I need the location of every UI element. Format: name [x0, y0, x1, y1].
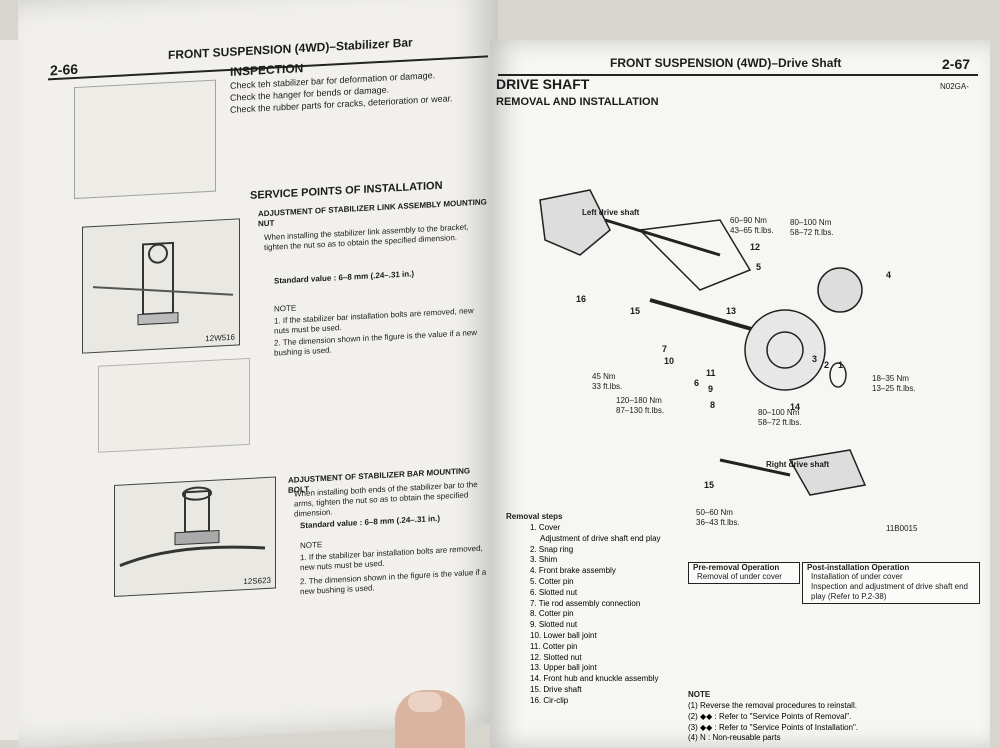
- stabilizer-bar-drawing: [119, 486, 266, 568]
- removal-step: 12. Slotted nut: [530, 652, 582, 662]
- torque-label: 80–100 Nm 58–72 ft.lbs.: [790, 218, 834, 237]
- part-number: 4: [886, 270, 892, 280]
- part-number: 9: [708, 384, 714, 394]
- post-installation-title: Post-installation Operation: [807, 563, 910, 572]
- figure-code: 12W516: [205, 332, 235, 344]
- removal-step: 16. Cir-clip: [530, 695, 569, 705]
- removal-step: 3. Shim: [530, 555, 558, 565]
- removal-step: 8. Cotter pin: [530, 609, 574, 619]
- stabilizer-link-drawing: [92, 241, 234, 326]
- note-item: (2) ◆◆ : Refer to "Service Points of Rem…: [688, 711, 852, 721]
- part-number: 8: [710, 400, 716, 410]
- header-rule: [498, 74, 978, 76]
- right-page-header: FRONT SUSPENSION (4WD)–Drive Shaft: [610, 56, 842, 70]
- torque-label: 18–35 Nm 13–25 ft.lbs.: [872, 374, 916, 393]
- note-item: (4) N : Non-reusable parts: [688, 733, 781, 743]
- corner-code: N02GA-: [940, 82, 969, 91]
- note-title: NOTE: [688, 690, 711, 699]
- part-number: 13: [726, 306, 737, 316]
- standard-value-1: Standard value : 6–8 mm (.24–.31 in.): [274, 269, 415, 286]
- part-number: 5: [756, 262, 762, 272]
- part-number: 11: [706, 368, 716, 378]
- stabilizer-bar-figure: 12S623: [114, 476, 276, 597]
- right-drive-shaft-label: Right drive shaft: [766, 460, 830, 469]
- part-number: 16: [576, 294, 587, 304]
- removal-step: 1. Cover: [530, 523, 561, 532]
- stabilizer-link-figure: 12W516: [82, 218, 240, 354]
- inspection-title: INSPECTION: [230, 61, 304, 79]
- removal-step: Adjustment of drive shaft end play: [540, 533, 661, 543]
- post-installation-item: Inspection and adjustment of drive shaft…: [811, 582, 968, 601]
- part-number: 10: [664, 356, 675, 366]
- thumbnail: [408, 692, 442, 712]
- removal-step: 15. Drive shaft: [530, 684, 582, 694]
- pre-removal-item: Removal of under cover: [697, 572, 782, 581]
- pre-removal-box: Pre-removal Operation Removal of under c…: [688, 562, 800, 584]
- torque-label: 120–180 Nm 87–130 ft.lbs.: [616, 396, 665, 415]
- removal-step: 4. Front brake assembly: [530, 566, 616, 576]
- left-page: 2-66 FRONT SUSPENSION (4WD)–Stabilizer B…: [18, 0, 498, 748]
- pre-removal-title: Pre-removal Operation: [693, 563, 780, 572]
- torque-label: 50–60 Nm 36–43 ft.lbs.: [696, 508, 740, 527]
- removal-step: 2. Snap ring: [530, 544, 574, 554]
- faded-figure-middle: [98, 357, 250, 453]
- part-number: 15: [704, 480, 715, 490]
- note1-title: NOTE: [274, 303, 297, 314]
- note-item: (3) ◆◆ : Refer to "Service Points of Ins…: [688, 722, 859, 732]
- exploded-view-drawing: [539, 189, 867, 496]
- part-number: 3: [812, 354, 818, 364]
- removal-step: 10. Lower ball joint: [530, 630, 597, 640]
- torque-label: 80–100 Nm 58–72 ft.lbs.: [758, 408, 802, 427]
- removal-steps-title: Removal steps: [506, 512, 563, 521]
- drive-shaft-diagram: Left drive shaft Right drive shaft 11B00…: [520, 160, 960, 533]
- diagram-code: 11B0015: [886, 524, 918, 533]
- torque-label: 60–90 Nm 43–65 ft.lbs.: [730, 216, 774, 235]
- section-title: DRIVE SHAFT: [496, 76, 590, 92]
- removal-step: 9. Slotted nut: [530, 620, 578, 630]
- section-subtitle: REMOVAL AND INSTALLATION: [496, 96, 659, 108]
- service-title: SERVICE POINTS OF INSTALLATION: [250, 179, 443, 202]
- note2-item: 2. The dimension shown in the figure is …: [300, 567, 487, 597]
- left-page-header: FRONT SUSPENSION (4WD)–Stabilizer Bar: [168, 35, 413, 63]
- part-number: 14: [790, 402, 801, 412]
- removal-step: 11. Cotter pin: [530, 641, 578, 651]
- right-page: FRONT SUSPENSION (4WD)–Drive Shaft 2-67 …: [490, 40, 990, 748]
- part-number: 15: [630, 306, 641, 316]
- torque-label: 45 Nm 33 ft.lbs.: [592, 372, 623, 391]
- removal-step: 5. Cotter pin: [530, 576, 574, 586]
- part-number: 2: [824, 360, 830, 370]
- part-number: 12: [750, 242, 761, 252]
- left-drive-shaft-label: Left drive shaft: [582, 208, 640, 217]
- removal-step: 13. Upper ball joint: [530, 663, 597, 673]
- note-list: (1) Reverse the removal procedures to re…: [688, 701, 858, 744]
- note2-title: NOTE: [300, 540, 323, 551]
- right-page-number: 2-67: [942, 56, 971, 72]
- faded-figure-top: [74, 79, 216, 200]
- note-item: (1) Reverse the removal procedures to re…: [688, 701, 857, 710]
- figure-code: 12S623: [243, 575, 271, 587]
- removal-step: 6. Slotted nut: [530, 587, 578, 597]
- part-number: 7: [662, 344, 668, 354]
- removal-steps-list: 1. Cover Adjustment of drive shaft end p…: [530, 523, 661, 707]
- removal-step: 14. Front hub and knuckle assembly: [530, 674, 659, 684]
- part-number: 1: [838, 360, 844, 370]
- removal-step: 7. Tie rod assembly connection: [530, 598, 641, 608]
- post-installation-item: Installation of under cover: [811, 572, 903, 581]
- left-page-number: 2-66: [50, 60, 79, 79]
- part-number: 6: [694, 378, 700, 388]
- post-installation-box: Post-installation Operation Installation…: [802, 562, 980, 604]
